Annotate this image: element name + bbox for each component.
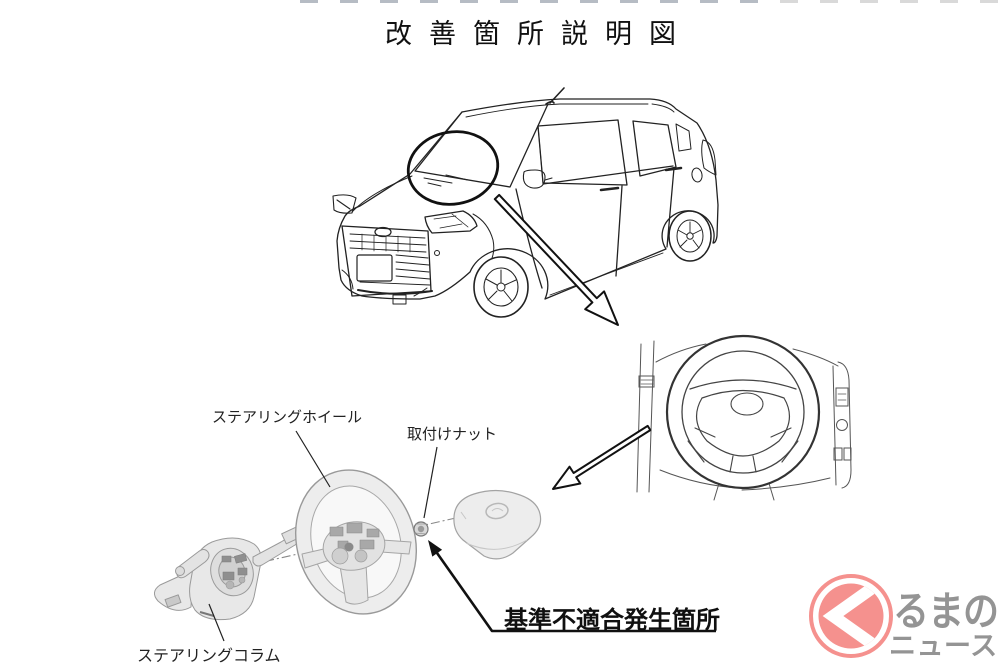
mounting-nut-3d (413, 521, 429, 537)
arrow-dashboard-to-exploded (552, 424, 652, 490)
logo-text-line1: るまの (893, 589, 999, 635)
exploded-view (154, 430, 716, 642)
front-wheel (473, 256, 529, 318)
steering-wheel-3d (294, 469, 418, 615)
label-leader-lines (208, 430, 438, 642)
dashboard-illustration (636, 334, 852, 501)
page-title: 改善箇所説明図 (385, 19, 693, 49)
label-mounting-nut: 取付けナット (407, 427, 498, 443)
car-illustration (332, 87, 719, 318)
leader-steering-wheel (295, 430, 331, 488)
arrow-car-to-dashboard (493, 193, 619, 326)
label-steering-column: ステアリングコラム (137, 648, 281, 665)
leader-steering-column (208, 603, 225, 642)
kuruma-chevron-circle-icon (809, 574, 893, 658)
steering-wheel-closeup (665, 334, 821, 490)
logo-text-line2: ニュース (889, 631, 998, 662)
rear-wheel (668, 210, 712, 262)
defect-pointer-arrow (428, 540, 716, 633)
leader-mounting-nut (423, 446, 438, 519)
steering-column-3d (154, 526, 302, 621)
label-defect-location: 基準不適合発生箇所 (504, 608, 720, 634)
highlight-ellipse (406, 130, 500, 206)
label-steering-wheel: ステアリングホイール (212, 410, 363, 426)
airbag-module-3d (453, 489, 542, 560)
